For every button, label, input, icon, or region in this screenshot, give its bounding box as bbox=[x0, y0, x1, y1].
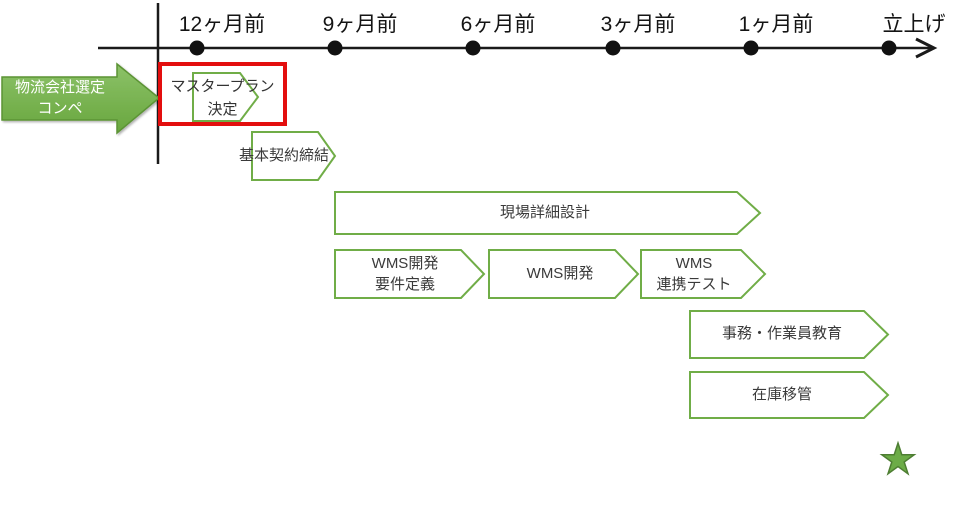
kickoff-arrow-label: 物流会社選定 コンペ bbox=[14, 79, 105, 117]
task-chevron-master-plan bbox=[192, 72, 260, 122]
milestone-label-12m: 12ヶ月前 bbox=[178, 13, 266, 36]
task-chevron-inventory bbox=[689, 371, 890, 419]
task-label-site-design: 現場詳細設計 bbox=[499, 204, 590, 221]
milestone-dot-12m bbox=[189, 40, 205, 56]
task-label-wms-requirements: WMS開発 要件定義 bbox=[371, 255, 439, 293]
task-label-wms-dev: WMS開発 bbox=[526, 265, 594, 282]
milestone-label-9m: 9ヶ月前 bbox=[322, 13, 398, 36]
milestone-label-6m: 6ヶ月前 bbox=[460, 13, 536, 36]
axis-arrowhead-icon bbox=[915, 37, 938, 59]
milestone-dot-6m bbox=[465, 40, 481, 56]
task-label-wms-test: WMS 連携テスト bbox=[656, 255, 732, 293]
highlight-box bbox=[158, 62, 287, 126]
milestone-dot-launch bbox=[881, 40, 897, 56]
task-chevron-wms-requirements bbox=[334, 249, 486, 299]
milestone-label-1m: 1ヶ月前 bbox=[738, 13, 814, 36]
task-chevron-site-design bbox=[334, 191, 762, 235]
task-chevron-wms-test bbox=[640, 249, 767, 299]
task-chevron-basic-contract bbox=[251, 131, 337, 181]
milestone-star-icon bbox=[879, 440, 917, 476]
task-chevron-wms-dev bbox=[488, 249, 640, 299]
milestone-dot-3m bbox=[605, 40, 621, 56]
task-label-training: 事務・作業員教育 bbox=[721, 325, 842, 342]
master-plan-label: マスタープラン 決定 bbox=[170, 78, 275, 118]
task-label-inventory: 在庫移管 bbox=[751, 386, 812, 403]
milestone-label-launch: 立上げ bbox=[882, 13, 946, 36]
milestone-label-3m: 3ヶ月前 bbox=[600, 13, 676, 36]
milestone-dot-9m bbox=[327, 40, 343, 56]
task-label-basic-contract: 基本契約締結 bbox=[238, 147, 329, 164]
milestone-dot-1m bbox=[743, 40, 759, 56]
task-chevron-training bbox=[689, 310, 890, 359]
kickoff-arrow-shape bbox=[1, 62, 161, 135]
